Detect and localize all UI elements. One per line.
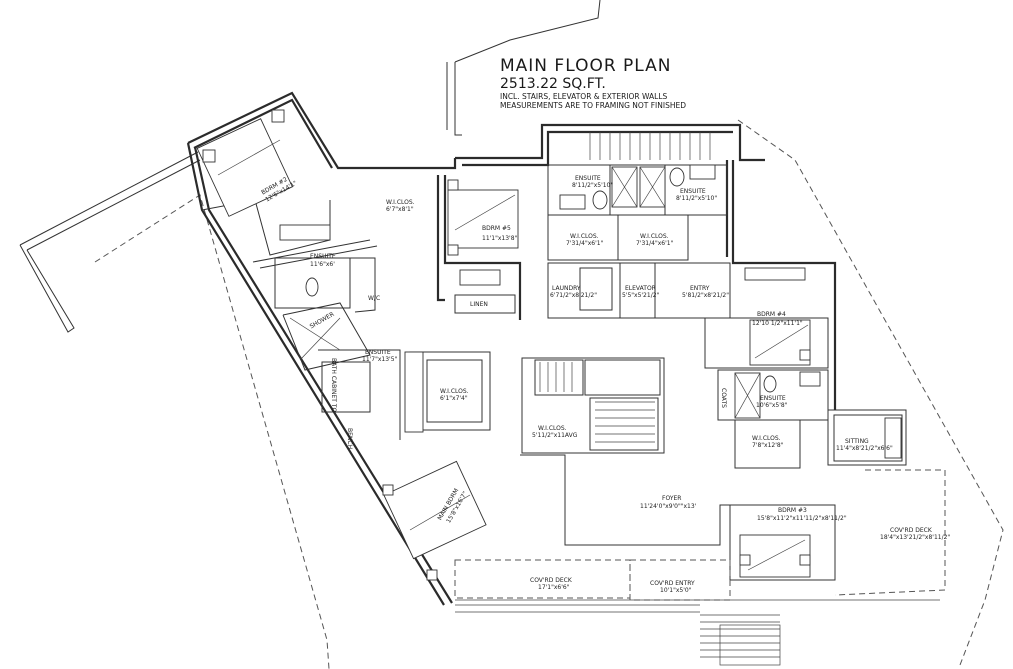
laundry-size: 6'71/2"x8'21/2" [550,292,597,299]
plan-area: 2513.22 SQ.FT. [500,76,606,92]
bath-cabinet-label: BATH CABINET TO [330,358,337,413]
ensuite-b-size: 8'11/2"x5'10" [676,195,717,202]
entry-size: 5'81/2"x8'21/2" [682,292,729,299]
plan-note-1: INCL. STAIRS, ELEVATOR & EXTERIOR WALLS [500,92,667,101]
wiclos-c-size: 7'31/4"x6'1" [636,240,674,247]
foyer-name: FOYER [662,495,681,502]
exterior-walls [186,91,837,606]
bdrm4-name: BDRM #4 [757,311,786,318]
fixtures [196,109,902,581]
wiclos-b-name: W.I.CLOS. [570,233,599,240]
wiclos-b-size: 7'31/4"x6'1" [566,240,604,247]
wiclos-f-size: 7'8"x12'8" [752,442,784,449]
ensuite-d-size: 11'7"x13'5" [362,356,398,363]
sitting-name: SITTING [845,438,869,445]
ensuite-e-name: ENSUITE [760,395,786,402]
deck-right-name: COV'RD DECK [890,527,933,534]
bdrm3-name: BDRM #3 [778,507,807,514]
laundry-name: LAUNDRY [552,285,581,292]
ensuite-c-size: 11'6"x6' [310,261,335,268]
ensuite-b-name: ENSUITE [680,188,706,195]
linen-label: LINEN [470,301,488,308]
ensuite-c-name: ENSUITE [310,253,336,260]
property-lines [19,0,1004,669]
foyer-size: 11'24'0"x9'0""x13' [640,503,697,510]
wiclos-e-name: W.I.CLOS. [538,425,567,432]
title-block: MAIN FLOOR PLAN 2513.22 SQ.FT. INCL. STA… [500,56,686,110]
room-labels: BDRM #2 12'6"x14'1" W.I.CLOS. 6'7"x8'1" … [260,175,950,594]
bdrm5-name: BDRM #5 [482,225,511,232]
cov-entry-name: COV'RD ENTRY [650,580,695,587]
plan-note-2: MEASUREMENTS ARE TO FRAMING NOT FINISHED [500,101,686,110]
ensuite-a-size: 8'11/2"x5'10" [572,182,613,189]
wiclos-d-name: W.I.CLOS. [440,388,469,395]
plan-title: MAIN FLOOR PLAN [500,56,672,76]
entry-name: ENTRY [690,285,710,292]
ensuite-d-name: ENSUITE [365,349,391,356]
wiclos-a-name: W.I.CLOS. [386,199,415,206]
room-partitions [201,132,946,666]
coats-label: COATS [720,388,727,408]
wiclos-f-name: W.I.CLOS. [752,435,781,442]
wiclos-a-size: 6'7"x8'1" [386,206,414,213]
ensuite-a-name: ENSUITE [575,175,601,182]
wiclos-d-size: 6'1"x7'4" [440,395,468,402]
elevator-size: 5'5"x5'21/2" [622,292,660,299]
wiclos-e-size: 5'11/2"x11AVG [532,432,578,439]
deck-left-name: COV'RD DECK [530,577,573,584]
bench-label: BENCH [346,428,353,449]
ensuite-e-size: 10'6"x5'8" [756,402,788,409]
sitting-size: 11'4"x8'21/2"x6'6" [836,445,893,452]
wiclos-c-name: W.I.CLOS. [640,233,669,240]
elevator-name: ELEVATOR [625,285,656,292]
deck-right-size: 18'4"x13'21/2"x8'11/2" [880,534,950,541]
cov-entry-size: 10'1"x5'0" [660,587,692,594]
wc-label: W/C [368,295,380,302]
deck-left-size: 17'1"x6'6" [538,584,570,591]
bdrm4-size: 12'10 1/2"x11'1" [752,320,803,327]
bdrm3-size: 15'8"x11'2"x11'11/2"x8'11/2" [757,515,847,522]
bdrm5-size: 11'1"x13'8" [482,235,518,242]
